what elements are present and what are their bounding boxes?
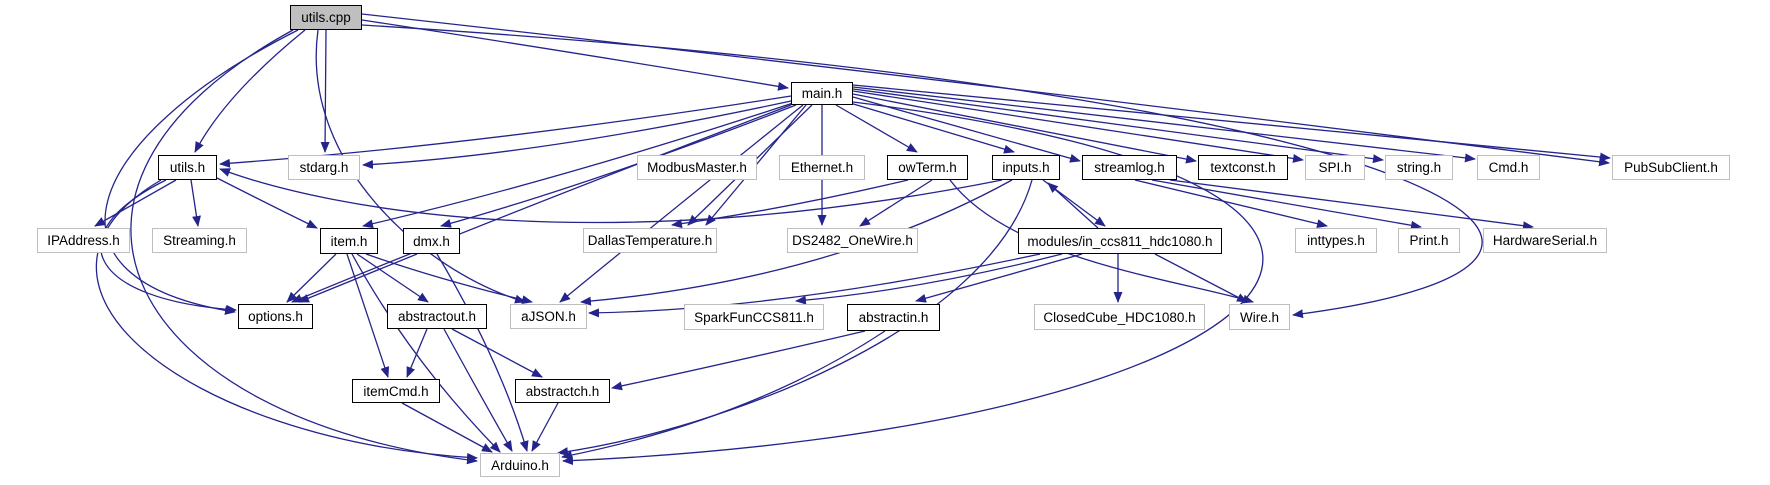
- edge-owterm-h-to-wire-h: [949, 179, 1254, 304]
- node-item-h[interactable]: item.h: [320, 228, 378, 254]
- node-ds2482-onewire-h[interactable]: DS2482_OneWire.h: [787, 228, 918, 253]
- node-spi-h[interactable]: SPI.h: [1305, 155, 1365, 180]
- edge-inputs-h-to-arduino-h: [557, 179, 1033, 457]
- edge-main-h-to-streamlog-h: [852, 96, 1081, 163]
- edge-modules-in-ccs811-hdc1080-h-to-sparkfunccs811-h: [795, 253, 1063, 305]
- edge-modules-in-ccs811-hdc1080-h-to-wire-h: [1154, 253, 1248, 303]
- node-sparkfunccs811-h[interactable]: SparkFunCCS811.h: [684, 304, 824, 330]
- edge-main-h-to-spi-h: [852, 90, 1304, 163]
- edge-main-h-to-arduino-h: [562, 101, 1264, 466]
- node-arduino-h[interactable]: Arduino.h: [480, 453, 560, 477]
- edge-utils-cpp-to-pubsubclient-h: [361, 13, 1610, 167]
- node-itemcmd-h[interactable]: itemCmd.h: [352, 379, 440, 403]
- node-ethernet-h[interactable]: Ethernet.h: [779, 155, 865, 180]
- edge-abstractout-h-to-arduino-h: [443, 328, 513, 452]
- edge-main-h-to-options-h: [291, 104, 792, 303]
- node-cmd-h[interactable]: Cmd.h: [1477, 155, 1540, 180]
- edge-utils-h-to-streaming-h: [190, 179, 201, 227]
- node-inputs-h[interactable]: inputs.h: [992, 155, 1060, 180]
- node-hardwareserial-h[interactable]: HardwareSerial.h: [1483, 228, 1607, 253]
- edge-streamlog-h-to-inttypes-h: [1134, 179, 1328, 229]
- edge-modules-in-ccs811-hdc1080-h-to-ajson-h: [588, 253, 1041, 318]
- edge-utils-cpp-to-ajson-h: [315, 29, 526, 304]
- edge-item-h-to-ajson-h: [365, 253, 533, 305]
- edge-abstractin-h-to-abstractch-h: [611, 330, 866, 391]
- node-abstractch-h[interactable]: abstractch.h: [515, 379, 610, 403]
- edge-utils-h-to-ipaddress-h: [94, 179, 177, 227]
- node-closedcube-hdc1080-h[interactable]: ClosedCube_HDC1080.h: [1034, 304, 1205, 330]
- edge-owterm-h-to-dallastemperature-h: [671, 179, 909, 229]
- edge-utils-cpp-to-arduino-h: [130, 29, 478, 465]
- edge-main-h-to-utils-h: [219, 95, 792, 168]
- edge-main-h-to-owterm-h: [835, 104, 918, 153]
- node-inttypes-h[interactable]: inttypes.h: [1295, 228, 1377, 253]
- edge-abstractout-h-to-abstractch-h: [451, 328, 543, 378]
- edge-abstractch-h-to-arduino-h: [531, 402, 559, 452]
- node-dallastemperature-h[interactable]: DallasTemperature.h: [583, 228, 717, 253]
- node-textconst-h[interactable]: textconst.h: [1198, 155, 1288, 180]
- node-streamlog-h[interactable]: streamlog.h: [1082, 155, 1177, 180]
- edge-item-h-to-options-h: [286, 253, 337, 303]
- edge-item-h-to-arduino-h: [351, 253, 501, 453]
- edge-item-h-to-abstractout-h: [356, 253, 429, 303]
- edge-main-h-to-textconst-h: [852, 93, 1197, 164]
- edge-modules-in-ccs811-hdc1080-h-to-abstractin-h: [915, 253, 1083, 303]
- edge-main-h-to-dmx-h: [440, 104, 797, 228]
- edge-main-h-to-ajson-h: [559, 104, 804, 303]
- edge-utils-cpp-to-utils-h: [194, 29, 306, 153]
- edge-main-h-to-stdarg-h: [362, 100, 792, 169]
- node-stdarg-h[interactable]: stdarg.h: [288, 155, 360, 180]
- edge-dmx-h-to-arduino-h: [436, 253, 529, 452]
- edge-abstractout-h-to-itemcmd-h: [406, 328, 428, 378]
- node-ipaddress-h[interactable]: IPAddress.h: [37, 228, 130, 253]
- node-ajson-h[interactable]: aJSON.h: [510, 304, 587, 329]
- node-owterm-h[interactable]: owTerm.h: [887, 155, 968, 180]
- node-utils-h[interactable]: utils.h: [158, 155, 217, 180]
- edge-utils-cpp-to-stdarg-h: [320, 29, 330, 153]
- edge-inputs-h-to-utils-h: [219, 168, 1003, 224]
- node-dmx-h[interactable]: dmx.h: [403, 228, 460, 254]
- node-abstractout-h[interactable]: abstractout.h: [387, 304, 487, 329]
- node-modules-in-ccs811-hdc1080-h[interactable]: modules/in_ccs811_hdc1080.h: [1018, 228, 1222, 254]
- node-modbusmaster-h[interactable]: ModbusMaster.h: [637, 155, 757, 180]
- node-main-h[interactable]: main.h: [791, 82, 853, 105]
- node-pubsubclient-h[interactable]: PubSubClient.h: [1612, 155, 1730, 180]
- edge-dmx-h-to-options-h: [298, 253, 418, 303]
- edge-utils-h-to-arduino-h: [95, 179, 478, 462]
- edge-main-h-to-inputs-h: [849, 102, 1015, 154]
- edge-abstractin-h-to-arduino-h: [561, 330, 886, 460]
- edge-streamlog-h-to-print-h: [1151, 179, 1422, 230]
- edge-inputs-h-to-ajson-h: [580, 179, 1013, 306]
- edge-owterm-h-to-ds2482-onewire-h: [859, 179, 933, 227]
- edge-main-h-to-pubsubclient-h: [852, 84, 1611, 162]
- edge-utils-cpp-to-options-h: [104, 29, 299, 315]
- edge-main-h-to-cmd-h: [852, 86, 1476, 163]
- node-utils-cpp[interactable]: utils.cpp: [290, 5, 362, 30]
- node-print-h[interactable]: Print.h: [1398, 228, 1460, 253]
- node-streaming-h[interactable]: Streaming.h: [152, 228, 247, 253]
- edge-modules-in-ccs811-hdc1080-h-to-inputs-h: [1047, 182, 1099, 229]
- edge-utils-h-to-item-h: [216, 177, 318, 229]
- node-wire-h[interactable]: Wire.h: [1229, 304, 1290, 330]
- node-string-h[interactable]: string.h: [1385, 155, 1453, 180]
- edge-item-h-to-itemcmd-h: [346, 253, 390, 378]
- edge-streamlog-h-to-hardwareserial-h: [1169, 179, 1534, 231]
- node-abstractin-h[interactable]: abstractin.h: [847, 304, 940, 331]
- edge-main-h-to-string-h: [852, 88, 1384, 164]
- node-options-h[interactable]: options.h: [238, 304, 313, 329]
- edge-itemcmd-h-to-arduino-h: [401, 402, 493, 453]
